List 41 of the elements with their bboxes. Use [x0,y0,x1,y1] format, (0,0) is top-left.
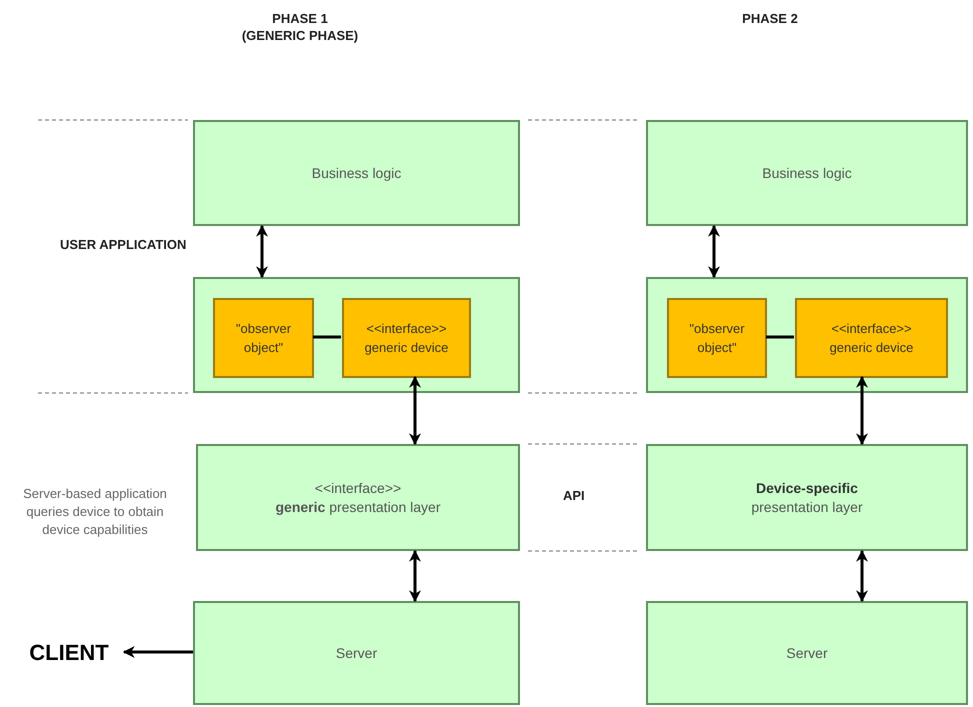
node-text: generic device [830,339,914,357]
node-text: CLIENT [29,642,109,662]
node-text: Server [336,644,378,662]
container-box [193,277,520,393]
object-box [667,298,767,378]
arrow [708,224,720,278]
section-label: API [563,487,586,504]
connector-line [766,336,794,338]
node-text: Server [786,644,828,662]
node-text: "observer object" [234,320,292,357]
server-box [646,601,968,705]
node-text: Business logic [312,164,402,182]
node-text: "observer object" [688,320,746,357]
interface-box [795,298,948,378]
server-box [193,601,520,705]
connector-line [313,336,341,338]
note-text: Server-based application queries device to obtain device capabilities [22,485,168,539]
node-text: <<interface>> [314,478,402,498]
section-label: PHASE 1 (GENERIC PHASE) [240,10,360,44]
layer-box [196,444,520,551]
section-label: USER APPLICATION [60,236,188,253]
node-text: presentation layer [751,498,863,516]
layer-box [646,444,968,551]
arrow [856,376,868,446]
arrow [122,646,193,658]
arrow [409,376,421,446]
layer-box [193,120,520,226]
node-text: <<interface>> [831,320,912,338]
interface-box [342,298,471,378]
container-box [646,277,968,393]
node-text: <<interface>> [366,320,447,338]
object-box [213,298,314,378]
node-text: generic presentation layer [276,498,440,516]
node-text: Device-specific [756,478,858,498]
arrow [856,550,868,602]
arrow [256,224,268,278]
section-label: PHASE 2 [741,10,799,27]
layer-box [646,120,968,226]
node-text: Business logic [762,164,852,182]
arrow [409,550,421,602]
node-text: generic device [364,339,448,357]
